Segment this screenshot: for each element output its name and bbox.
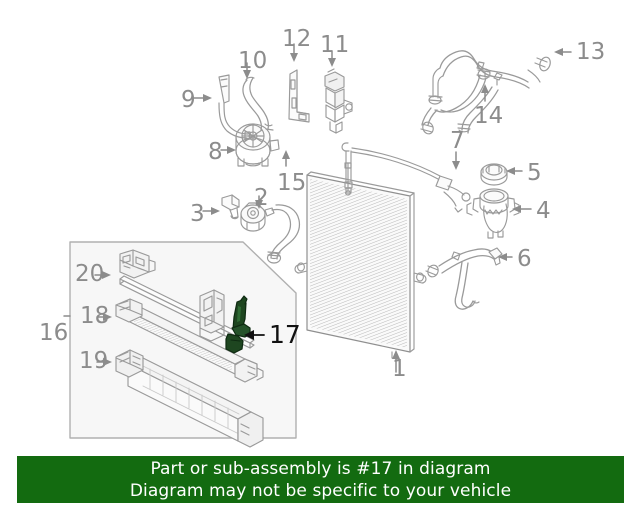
- part-19-radiator: [115, 349, 264, 448]
- part-10-hose: [242, 76, 274, 131]
- callout-18: 18: [80, 303, 110, 329]
- part-6-lower-hose: [425, 247, 503, 310]
- callout-8: 8: [208, 139, 223, 165]
- inset-center-bracket: [199, 289, 225, 342]
- callout-7: 7: [450, 128, 465, 154]
- part-12-bracket: [288, 69, 310, 123]
- callout-11: 11: [320, 32, 350, 58]
- callout-leader-17: [244, 330, 265, 340]
- part-7-refrigerant-line: [341, 142, 471, 213]
- callout-10: 10: [238, 48, 268, 74]
- callout-4: 4: [536, 198, 551, 224]
- condenser-core: [294, 171, 427, 359]
- part-17-highlighted-bracket: [225, 295, 251, 354]
- part-18-cooler: [115, 298, 264, 383]
- callout-13: 13: [576, 39, 606, 65]
- part-8-coolant-pump: [235, 123, 280, 167]
- callout-6: 6: [517, 246, 532, 272]
- callout-9: 9: [181, 87, 196, 113]
- banner-line-1: Part or sub-assembly is #17 in diagram: [150, 458, 491, 479]
- callout-5: 5: [527, 160, 542, 186]
- callout-15: 15: [277, 170, 307, 196]
- banner-line-2: Diagram may not be specific to your vehi…: [129, 480, 512, 501]
- part-4-expansion-tank: [466, 188, 520, 239]
- part-9-bracket: [218, 74, 251, 141]
- callout-leaders: [63, 43, 572, 373]
- callout-20: 20: [75, 261, 105, 287]
- callout-2: 2: [254, 185, 269, 211]
- callout-17: 17: [269, 320, 301, 349]
- callout-16: 16: [39, 320, 69, 346]
- part-14-lower-hose: [420, 68, 491, 135]
- callout-19: 19: [79, 348, 109, 374]
- part-5-reservoir-cap: [480, 163, 508, 186]
- part-11-valve-assembly: [324, 68, 353, 134]
- callout-3: 3: [190, 201, 205, 227]
- callout-1: 1: [392, 356, 407, 382]
- info-banner: Part or sub-assembly is #17 in diagram D…: [17, 456, 624, 503]
- callout-14: 14: [474, 103, 504, 129]
- part-3-connector: [221, 194, 240, 220]
- callout-12: 12: [282, 26, 312, 52]
